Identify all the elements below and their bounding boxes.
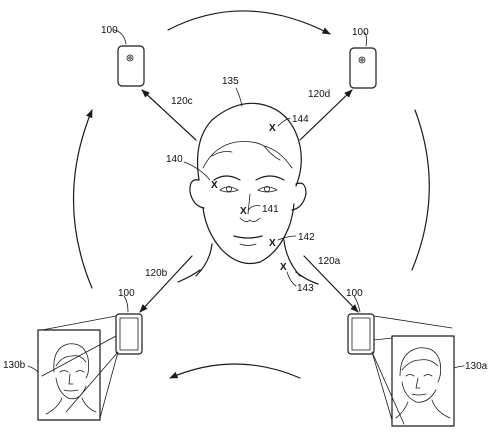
label-image-right: 130a — [465, 361, 488, 372]
leader-point-eye — [183, 161, 211, 181]
device-bottom-right — [347, 313, 375, 355]
label-view-bottom-left: 120b — [145, 268, 168, 279]
view-arrow-bottom-left — [139, 255, 193, 313]
rotation-arrow-bottom — [169, 363, 301, 379]
leader-point-jaw — [277, 235, 297, 241]
label-point-nose: 141 — [262, 204, 279, 215]
label-device-bottom-right: 100 — [346, 288, 363, 299]
marker-jaw: X — [269, 238, 276, 249]
rotation-arrow-top — [167, 10, 331, 35]
device-top-right — [349, 47, 377, 89]
label-point-neck: 143 — [297, 283, 314, 294]
marker-nose: X — [240, 206, 247, 217]
leader-image-right — [453, 365, 465, 369]
rotation-arrow-left — [72, 109, 93, 289]
leader-point-nose — [247, 205, 261, 211]
leader-device-bottom-left — [123, 295, 129, 313]
label-image-left: 130b — [3, 360, 26, 371]
device-top-left — [117, 45, 145, 87]
head-drawing — [177, 102, 319, 285]
label-view-bottom-right: 120a — [318, 256, 341, 267]
label-point-jaw: 142 — [298, 232, 315, 243]
label-view-top-right: 120d — [308, 89, 330, 100]
leader-device-top-right — [363, 31, 368, 47]
view-arrow-top-left — [141, 89, 197, 141]
label-device-bottom-left: 100 — [118, 288, 135, 299]
view-arrow-top-right — [299, 89, 353, 141]
label-view-top-left: 120c — [171, 96, 193, 107]
leader-point-neck — [286, 271, 297, 287]
marker-neck: X — [280, 262, 287, 273]
label-head: 135 — [222, 76, 239, 87]
device-bottom-left — [115, 313, 143, 355]
label-device-top-left: 100 — [101, 25, 118, 36]
label-device-top-right: 100 — [352, 27, 369, 38]
view-arrow-bottom-right — [303, 255, 359, 313]
marker-forehead: X — [269, 123, 276, 134]
leader-image-left — [27, 365, 39, 373]
label-point-forehead: 144 — [292, 114, 309, 125]
leader-device-bottom-right — [353, 295, 361, 313]
label-point-eye: 140 — [166, 154, 183, 165]
leader-device-top-left — [113, 29, 127, 45]
leader-head — [235, 87, 243, 107]
leader-point-forehead — [277, 117, 291, 127]
captured-image-left — [37, 329, 101, 421]
marker-eye: X — [211, 180, 218, 191]
captured-image-right — [391, 335, 455, 427]
rotation-arrow-right — [411, 109, 430, 271]
